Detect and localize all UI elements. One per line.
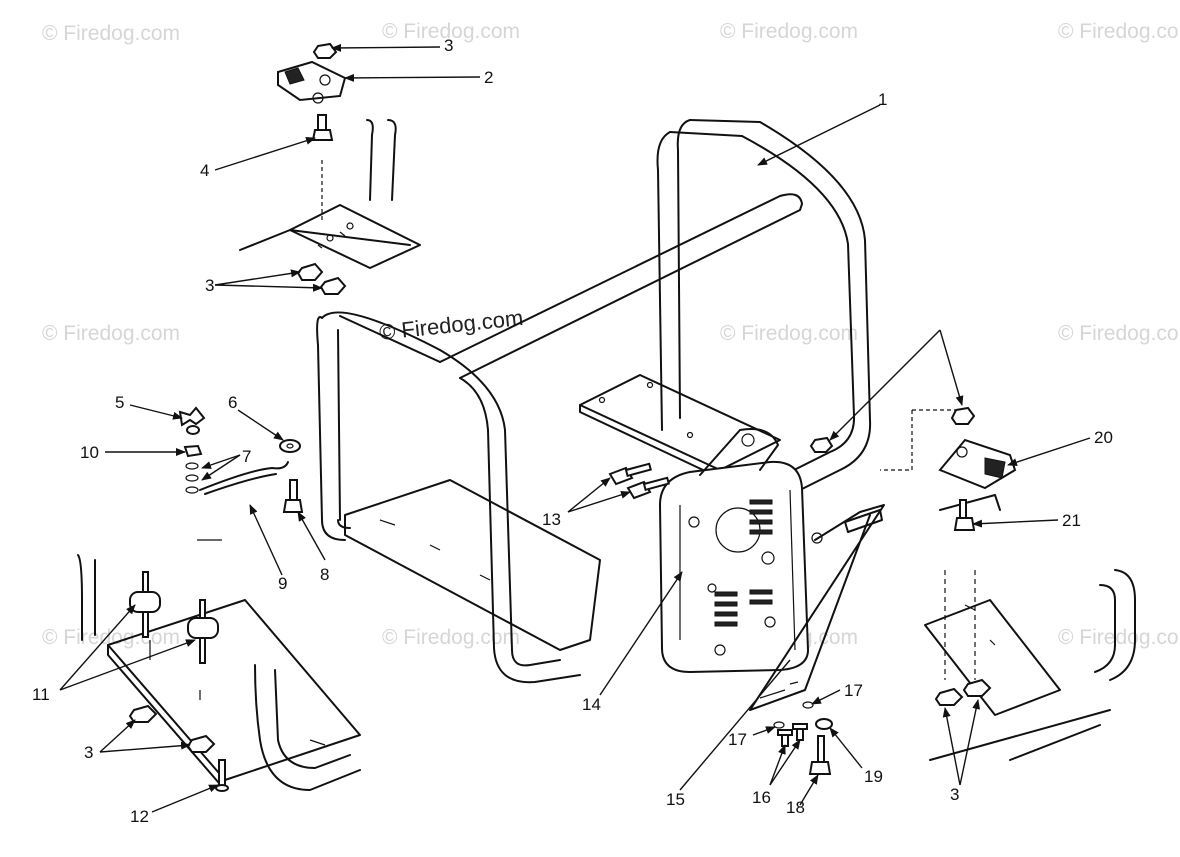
watermark: © Firedog.com — [720, 322, 858, 345]
rubber-mount — [187, 599, 219, 664]
detail-right — [880, 406, 1136, 761]
watermark: © Firedog.com — [382, 20, 520, 43]
callout-18: 18 — [786, 798, 805, 817]
callout-17: 17 — [728, 730, 747, 749]
callout-labels: 1 2 3 4 3 5 6 10 7 8 9 11 3 12 13 14 15 … — [32, 36, 1113, 826]
watermark: © Firedog.com — [42, 322, 180, 345]
rubber-mount — [129, 571, 161, 638]
fasteners — [608, 436, 834, 775]
watermark: © Firedog.com — [42, 626, 180, 649]
watermark: © Firedog.com — [382, 626, 520, 649]
watermark: © Firedog.com — [1058, 626, 1180, 649]
callout-10: 10 — [80, 443, 99, 462]
watermark: © Firedog.com — [1058, 322, 1180, 345]
muffler-bracket — [749, 504, 885, 711]
callout-1: 1 — [878, 90, 887, 109]
callout-21: 21 — [1062, 511, 1081, 530]
callout-2: 2 — [484, 68, 493, 87]
callout-14: 14 — [582, 695, 601, 714]
callout-12: 12 — [130, 807, 149, 826]
detail-top-left — [239, 42, 421, 295]
watermark: © Firedog.com — [1058, 20, 1180, 43]
callout-20: 20 — [1094, 428, 1113, 447]
detail-ground-wire — [178, 406, 304, 541]
callout-15: 15 — [666, 790, 685, 809]
base-plates — [344, 374, 781, 651]
callout-3: 3 — [205, 276, 214, 295]
muffler — [658, 428, 810, 674]
callout-7: 7 — [242, 447, 251, 466]
muffler-vents — [714, 499, 773, 627]
watermark: © Firedog.com — [720, 20, 858, 43]
watermark-grid: © Firedog.com © Firedog.com © Firedog.co… — [42, 20, 1180, 649]
callout-17: 17 — [844, 681, 863, 700]
callout-8: 8 — [320, 565, 329, 584]
callout-5: 5 — [115, 393, 124, 412]
leader-lines — [59, 43, 1091, 813]
callout-11: 11 — [32, 685, 50, 704]
callout-6: 6 — [228, 393, 237, 412]
watermark-main: © Firedog.com — [378, 305, 524, 345]
callout-3: 3 — [950, 785, 959, 804]
callout-13: 13 — [542, 510, 561, 529]
callout-3: 3 — [84, 743, 93, 762]
callout-9: 9 — [278, 574, 287, 593]
callout-16: 16 — [752, 788, 771, 807]
callout-3: 3 — [444, 36, 453, 55]
frame-tube — [316, 119, 872, 684]
callout-4: 4 — [200, 161, 209, 180]
detail-bottom-left — [77, 554, 361, 792]
watermark: © Firedog.com — [42, 22, 180, 45]
callout-19: 19 — [864, 767, 883, 786]
